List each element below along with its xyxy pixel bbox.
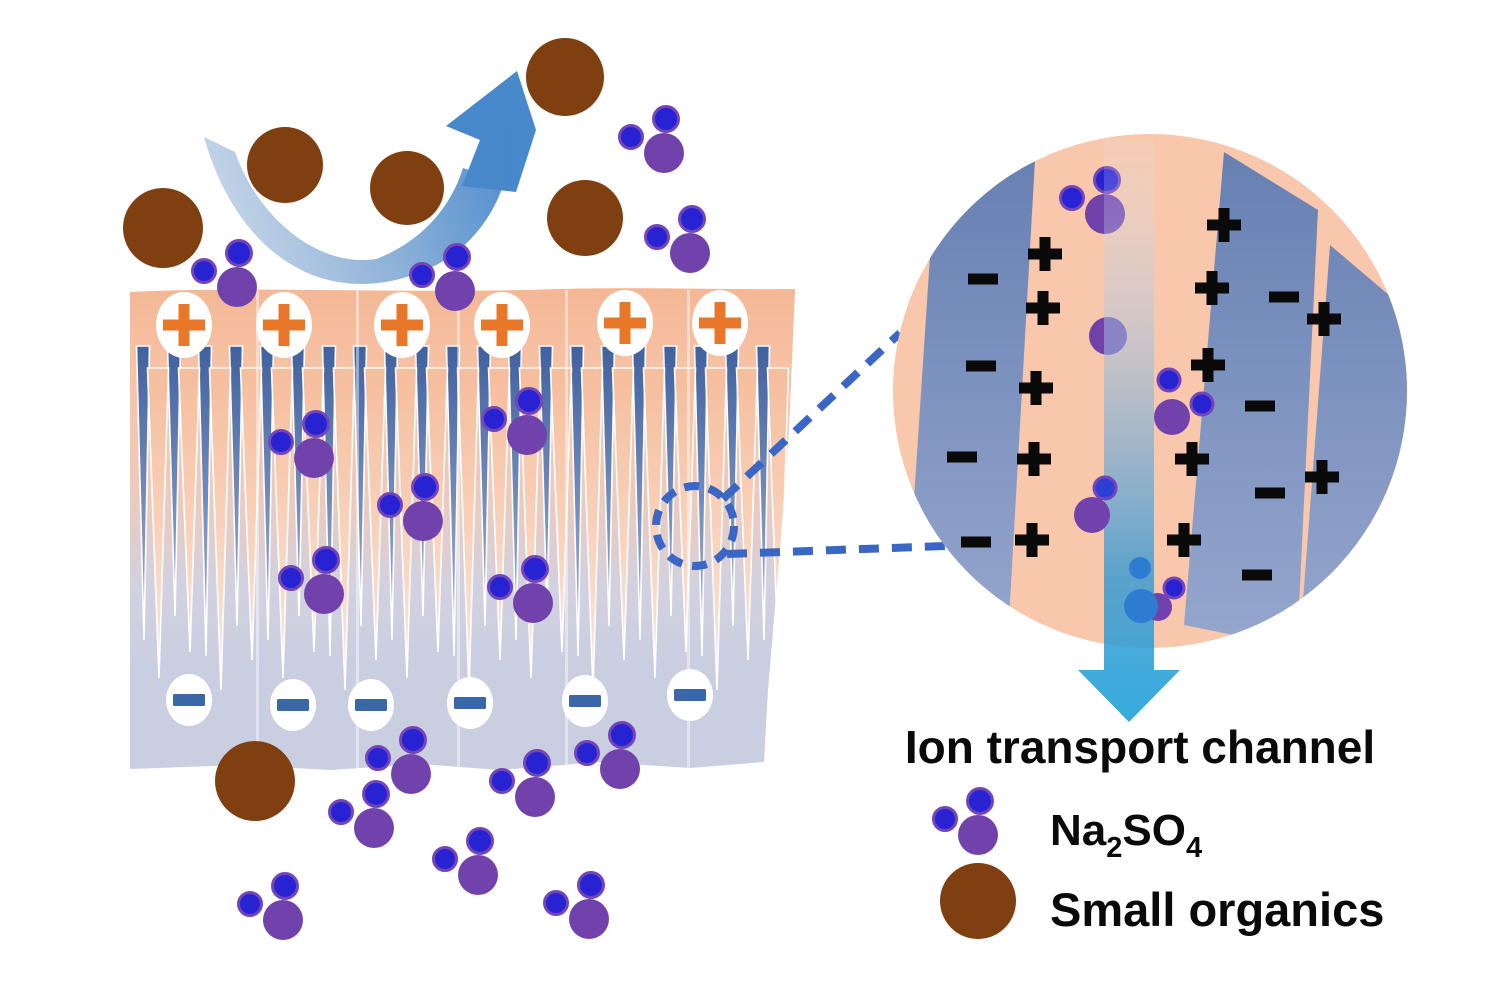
na2so4-molecule — [237, 872, 305, 942]
permeate-region — [215, 721, 642, 942]
arrowhead-icon — [446, 71, 536, 192]
polymer-stripes — [908, 135, 1407, 648]
na2so4-label: Na2SO4 — [1050, 806, 1202, 865]
na2so4-base2: SO — [1122, 806, 1186, 855]
rejection-arrow — [204, 71, 536, 285]
minus-charge-icon — [947, 451, 977, 463]
small-organics-label: Small organics — [1050, 883, 1385, 936]
na2so4-molecule — [432, 827, 500, 897]
na2so4-molecule — [1154, 367, 1215, 435]
small-organic-particle — [215, 741, 295, 821]
negative-site-icon — [166, 674, 212, 726]
negative-site-icon — [348, 679, 394, 731]
positive-site-icon — [374, 292, 430, 358]
positive-site-icon — [474, 292, 530, 358]
na2so4-molecule — [618, 105, 686, 175]
minus-charge-icon — [1269, 291, 1299, 303]
ion-transport-channel-label: Ion transport channel — [904, 721, 1376, 773]
callout-line-lower — [726, 542, 947, 558]
small-organic-particle — [370, 151, 444, 225]
ion-channel-arrow — [1078, 138, 1180, 722]
small-organic-particle — [547, 180, 623, 256]
small-organic-particle — [123, 188, 203, 268]
na2so4-molecule — [543, 871, 611, 941]
na2so4-molecule — [1074, 475, 1118, 533]
positive-site-icon — [692, 290, 748, 356]
channel-ions — [1074, 367, 1215, 623]
magnified-view — [893, 134, 1407, 722]
negative-site-icon — [667, 669, 713, 721]
membrane-seams — [256, 290, 690, 768]
small-organic-particle — [247, 127, 323, 203]
positive-site-icon — [156, 292, 212, 358]
na2so4-sub2: 4 — [1185, 832, 1203, 864]
sodium-ion — [1124, 589, 1158, 623]
membrane-needles — [135, 345, 790, 691]
feed-region — [123, 38, 712, 313]
na2so4-molecule — [644, 205, 712, 275]
na2so4-base1: Na — [1050, 806, 1107, 855]
na2so4-sub1: 2 — [1106, 832, 1123, 864]
minus-charge-icon — [1242, 569, 1272, 581]
na2so4-molecule — [328, 780, 396, 850]
negative-site-icon — [447, 677, 493, 729]
minus-charge-icon — [968, 273, 998, 285]
membrane — [130, 288, 795, 770]
sodium-ion — [1162, 576, 1186, 600]
negative-site-icon — [562, 675, 608, 727]
magnifier-callout — [652, 330, 947, 570]
descending-ions — [1124, 557, 1186, 623]
minus-charge-icon — [1245, 400, 1275, 412]
polymer-stripe — [908, 135, 1035, 648]
small-organic-particle — [526, 38, 604, 116]
minus-charge-icon — [961, 536, 991, 548]
sodium-ion — [1129, 557, 1151, 579]
minus-charge-icon — [966, 360, 996, 372]
small-organics-legend-icon — [940, 863, 1016, 939]
minus-charge-icon — [1255, 487, 1285, 499]
magnifier-circle-icon — [652, 482, 738, 570]
negative-site-icon — [270, 679, 316, 731]
callout-line-upper — [720, 330, 903, 502]
positive-site-icon — [597, 290, 653, 356]
na2so4-legend-icon — [932, 787, 1000, 857]
legend-icons — [932, 787, 1016, 939]
positive-site-icon — [256, 292, 312, 358]
